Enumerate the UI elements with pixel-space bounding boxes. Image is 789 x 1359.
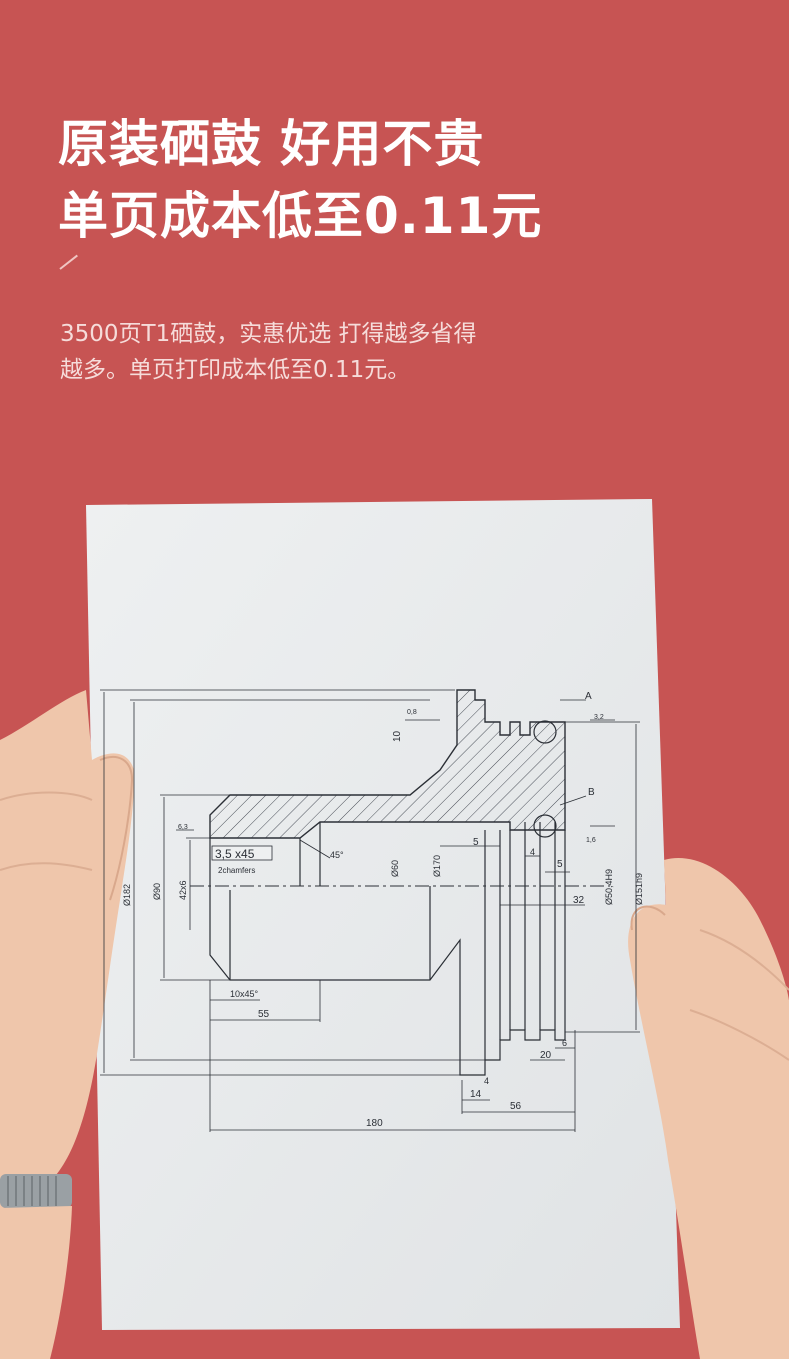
hatched-section (209, 689, 566, 839)
label-angle45: 45° (330, 850, 344, 860)
left-hand (0, 690, 135, 1359)
label-A: A (585, 691, 592, 702)
label-c10x45: 10x45° (230, 989, 259, 999)
subtitle: 3500页T1硒鼓，实惠优选 打得越多省得 越多。单页打印成本低至0.11元。 (60, 316, 600, 388)
subtitle-line-1: 3500页T1硒鼓，实惠优选 打得越多省得 (60, 321, 477, 347)
label-d10: 10 (392, 730, 403, 742)
label-w56: 56 (510, 1101, 522, 1112)
label-chamfer1: 3,5 x45 (215, 847, 255, 861)
label-w5b: 5 (557, 859, 563, 870)
headline-line-2: 单页成本低至0.11元 (58, 187, 543, 245)
subtitle-line-2: 越多。单页打印成本低至0.11元。 (60, 357, 411, 383)
paper-sheet (86, 499, 680, 1330)
label-r32: 3,2 (594, 714, 604, 721)
label-w32: 32 (573, 895, 585, 906)
headline-line-1: 原装硒鼓 好用不贵 (58, 115, 485, 173)
label-d504: Ø50,4H9 (604, 869, 614, 905)
label-d90: Ø90 (152, 883, 162, 900)
label-w6: 6 (562, 1038, 567, 1048)
drawing-labels: A B 0,8 3,2 6,3 1,6 10 3,5 x45 2chamfers… (122, 691, 644, 1129)
label-chamfer2: 2chamfers (218, 866, 255, 875)
label-r63: 6,3 (178, 824, 188, 831)
label-w55: 55 (258, 1009, 270, 1020)
label-r16: 1,6 (586, 837, 596, 844)
label-d60: Ø60 (390, 860, 400, 877)
label-d182: Ø182 (122, 884, 132, 906)
label-d151: Ø151h9 (634, 873, 644, 905)
technical-drawing (100, 689, 640, 1132)
headline: 原装硒鼓 好用不贵 单页成本低至0.11元 (58, 108, 542, 252)
divider-slash (59, 254, 78, 270)
label-d42: 42x6 (178, 880, 188, 900)
label-w180: 180 (366, 1118, 383, 1129)
right-hand (628, 858, 789, 1359)
label-w5a: 5 (473, 837, 479, 848)
label-w4: 4 (530, 847, 535, 857)
label-r08: 0,8 (407, 709, 417, 716)
label-w20: 20 (540, 1050, 552, 1061)
label-w4b: 4 (484, 1076, 489, 1086)
label-B: B (588, 787, 595, 798)
label-d170: Ø170 (432, 855, 442, 877)
label-w14: 14 (470, 1089, 482, 1100)
printed-drawing-photo: A B 0,8 3,2 6,3 1,6 10 3,5 x45 2chamfers… (0, 499, 789, 1359)
